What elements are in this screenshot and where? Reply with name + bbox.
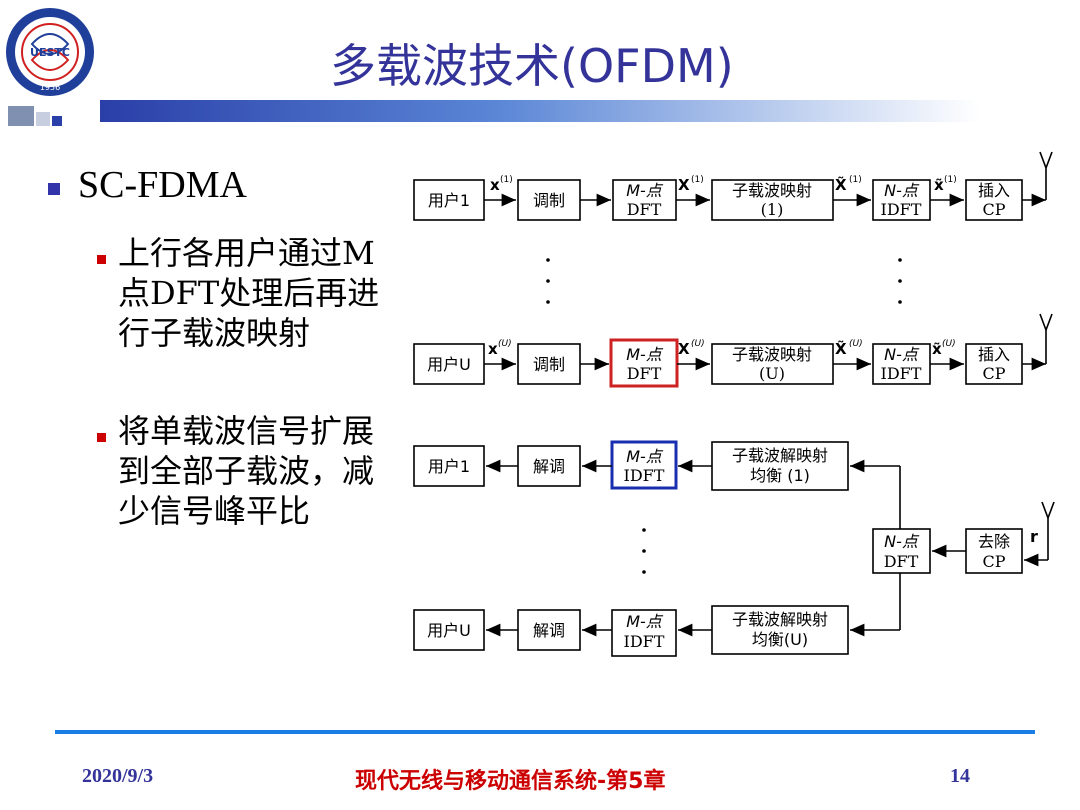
txU-modulation-block xyxy=(517,343,581,385)
footer-date: 2020/9/3 xyxy=(82,765,154,787)
rx1-subcarrier-demapping-block xyxy=(711,441,849,491)
sub-bullet-icon xyxy=(97,255,106,264)
txU-cp-label1: 插入 xyxy=(978,345,1010,364)
rx-remove-cp-block xyxy=(965,528,1023,574)
rx-n-dft-block xyxy=(872,528,931,574)
rx-cp-label1: 去除 xyxy=(978,532,1010,551)
antenna-icon xyxy=(1039,313,1053,331)
tx1-m-dft-block xyxy=(612,179,677,221)
rx1-midft-label2: IDFT xyxy=(624,466,665,485)
logo-text: UESTC xyxy=(30,46,70,59)
slide-title: 多载波技术(OFDM) xyxy=(330,39,734,93)
rx-ndft-label1: N-点 xyxy=(884,532,920,551)
sub-bullet-text: 将单载波信号扩展到全部子载波，减少信号峰平比 xyxy=(118,412,375,530)
sub-bullet-icon xyxy=(97,433,106,442)
tx1-subcarrier-mapping-block xyxy=(711,179,834,221)
tx1-mdft-label2: DFT xyxy=(627,200,662,219)
txU-nidft-label1: N-点 xyxy=(884,345,920,364)
rxU-subcarrier-demapping-block xyxy=(711,605,849,655)
corner-decoration xyxy=(8,106,34,126)
rx-ndft-label2: DFT xyxy=(884,552,919,571)
signal-X1: X xyxy=(678,176,690,194)
txU-mdft-label1: M-点 xyxy=(626,345,664,364)
signal-r: r xyxy=(1030,527,1038,546)
tx1-map-label2: (1) xyxy=(761,200,784,219)
rx1-demap-label1: 子载波解映射 xyxy=(732,446,828,465)
txU-map-label1: 子载波映射 xyxy=(732,345,812,364)
signal-x1: x xyxy=(490,176,500,194)
txU-m-dft-block xyxy=(609,338,679,388)
signal-x1-sup: (1) xyxy=(500,175,513,185)
txU-subcarrier-mapping-block xyxy=(711,343,834,385)
rxU-demod-label: 解调 xyxy=(533,621,565,640)
tx1-mod-label: 调制 xyxy=(533,191,565,210)
signal-XtU: X̃ xyxy=(835,339,847,358)
signal-xU-sup: (U) xyxy=(498,339,512,349)
signal-xtU: x̃ xyxy=(932,340,942,358)
university-logo: UESTC 1956 xyxy=(6,8,94,96)
txU-n-idft-block xyxy=(872,343,931,385)
tx1-modulation-block xyxy=(517,179,581,221)
signal-Xt1: X̃ xyxy=(835,175,847,194)
signal-XU-sup: (U) xyxy=(691,339,705,349)
txU-insert-cp-block xyxy=(965,343,1023,385)
signal-Xt1-sup: (1) xyxy=(849,175,862,185)
txU-mdft-label2: DFT xyxy=(627,364,662,383)
txU-nidft-label2: IDFT xyxy=(881,364,922,383)
corner-decoration xyxy=(52,116,62,126)
corner-decoration xyxy=(36,112,50,126)
rx1-demap-label2: 均衡 (1) xyxy=(750,466,810,485)
rxU-m-idft-block xyxy=(611,609,677,657)
rx1-m-idft-block xyxy=(610,440,678,490)
signal-xt1-sup: (1) xyxy=(944,175,957,185)
tx1-user-label: 用户1 xyxy=(428,191,470,210)
rxU-midft-label2: IDFT xyxy=(624,632,665,651)
rx-cp-label2: CP xyxy=(982,552,1005,571)
rx1-midft-label1: M-点 xyxy=(626,447,664,466)
signal-X1-sup: (1) xyxy=(691,175,704,185)
antenna-icon xyxy=(1039,151,1053,169)
footer-page-number: 14 xyxy=(950,765,970,787)
rxU-demod-block xyxy=(517,609,581,651)
rxU-demap-label1: 子载波解映射 xyxy=(732,610,828,629)
tx1-user-block xyxy=(413,179,485,221)
signal-XU: X xyxy=(678,340,690,358)
sub-bullet-text: 上行各用户通过M点DFT处理后再进行子载波映射 xyxy=(118,234,380,352)
txU-map-label2: (U) xyxy=(759,364,785,383)
rxU-user-block xyxy=(413,609,485,651)
txU-user-label: 用户U xyxy=(427,355,471,374)
logo-year: 1956 xyxy=(40,83,60,92)
tx1-nidft-label1: N-点 xyxy=(884,181,920,200)
rx1-demod-label: 解调 xyxy=(533,457,565,476)
antenna-icon xyxy=(1041,501,1055,519)
txU-user-block xyxy=(413,343,485,385)
rxU-midft-label1: M-点 xyxy=(626,612,664,631)
tx1-cp-label1: 插入 xyxy=(978,181,1010,200)
bullet-heading: SC-FDMA xyxy=(78,164,247,206)
tx1-cp-label2: CP xyxy=(982,200,1005,219)
tx1-mdft-label1: M-点 xyxy=(626,181,664,200)
signal-xtU-sup: (U) xyxy=(942,339,956,349)
bullet-square-icon xyxy=(48,183,60,195)
rx1-demod-block xyxy=(517,445,581,487)
rx1-user-block xyxy=(413,445,485,487)
footer-divider xyxy=(55,730,1035,734)
rxU-user-label: 用户U xyxy=(427,621,471,640)
signal-xU: x xyxy=(488,340,498,358)
txU-mod-label: 调制 xyxy=(533,355,565,374)
sc-fdma-block-diagram: 用户1 调制 M-点 DFT 子载波映射 (1) N-点 IDFT 插入 CP … xyxy=(413,151,1055,657)
txU-cp-label2: CP xyxy=(982,364,1005,383)
tx1-map-label1: 子载波映射 xyxy=(732,181,812,200)
title-gradient-bar xyxy=(100,100,980,122)
signal-xt1: x̃ xyxy=(934,176,944,194)
footer-course-title: 现代无线与移动通信系统-第5章 xyxy=(355,769,666,794)
signal-XtU-sup: (U) xyxy=(849,339,863,349)
tx1-nidft-label2: IDFT xyxy=(881,200,922,219)
rx1-user-label: 用户1 xyxy=(428,457,470,476)
rxU-demap-label2: 均衡(U) xyxy=(752,630,808,649)
